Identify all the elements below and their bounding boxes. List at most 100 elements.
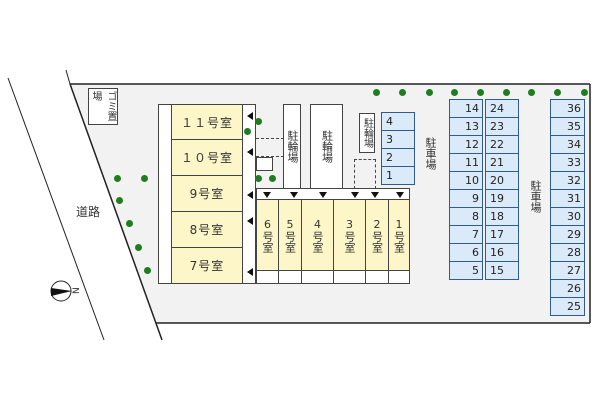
tree-icon (503, 89, 510, 96)
parking-space-25[interactable]: 25 (550, 297, 585, 316)
building-south-strip (333, 270, 366, 284)
tree-icon (373, 89, 380, 96)
parking-space-1[interactable]: 1 (381, 166, 415, 185)
entrance-arrow-icon (247, 191, 253, 199)
tree-icon (554, 89, 561, 96)
parking-space-32[interactable]: 32 (550, 171, 585, 190)
room-label: 号室 (392, 230, 406, 253)
room-label: 9号室 (189, 187, 225, 201)
parking-space-35[interactable]: 35 (550, 117, 585, 136)
tree-icon (451, 89, 458, 96)
dashed-area (256, 138, 284, 157)
bicycle-parking-label: 駐輪場 (361, 118, 373, 148)
entrance-arrow-icon (351, 192, 359, 198)
room-label: 7号室 (189, 259, 225, 273)
parking-space-14[interactable]: 14 (449, 99, 483, 118)
parking-label: 駐車場 (529, 180, 542, 213)
room-label: 号室 (283, 230, 297, 253)
entrance-arrow-icon (247, 112, 253, 120)
parking-space-33[interactable]: 33 (550, 153, 585, 172)
entrance-arrow-icon (319, 192, 327, 198)
room-8[interactable]: 8号室 (171, 211, 243, 248)
building-south-strip (388, 270, 410, 284)
entrance-arrow-icon (247, 268, 253, 276)
tree-icon (126, 220, 133, 227)
tree-icon (255, 118, 262, 125)
room-7[interactable]: 7号室 (171, 247, 243, 284)
parking-space-10[interactable]: 10 (449, 171, 483, 190)
entrance-arrow-icon (247, 148, 253, 156)
parking-space-24[interactable]: 24 (485, 99, 519, 118)
building-west-corridor (158, 104, 172, 284)
parking-space-23[interactable]: 23 (485, 117, 519, 136)
room-label: 号室 (261, 230, 274, 253)
tree-icon (144, 267, 151, 274)
parking-space-36[interactable]: 36 (550, 99, 585, 118)
parking-space-18[interactable]: 18 (485, 207, 519, 226)
parking-space-2[interactable]: 2 (381, 148, 415, 167)
tree-icon (114, 175, 121, 182)
parking-space-20[interactable]: 20 (485, 171, 519, 190)
tree-icon (528, 89, 535, 96)
bicycle-parking-label: 駐輪場 (320, 130, 334, 163)
parking-space-17[interactable]: 17 (485, 225, 519, 244)
parking-space-4[interactable]: 4 (381, 112, 415, 131)
parking-space-29[interactable]: 29 (550, 225, 585, 244)
parking-space-26[interactable]: 26 (550, 279, 585, 298)
parking-space-31[interactable]: 31 (550, 189, 585, 208)
room-label: 号室 (370, 230, 384, 253)
parking-space-30[interactable]: 30 (550, 207, 585, 226)
parking-space-9[interactable]: 9 (449, 189, 483, 208)
parking-space-6[interactable]: 6 (449, 243, 483, 262)
bicycle-parking-2: 駐輪場 (310, 104, 343, 189)
entrance-arrow-icon (290, 192, 298, 198)
tree-icon (244, 128, 251, 135)
parking-space-7[interactable]: 7 (449, 225, 483, 244)
parking-space-5[interactable]: 5 (449, 261, 483, 280)
bicycle-parking-1: 駐輪場 (283, 104, 301, 189)
parking-space-16[interactable]: 16 (485, 243, 519, 262)
parking-space-22[interactable]: 22 (485, 135, 519, 154)
parking-space-8[interactable]: 8 (449, 207, 483, 226)
bicycle-parking-label: 駐輪場 (286, 130, 299, 163)
room-number: 4 (314, 217, 321, 231)
parking-space-11[interactable]: 11 (449, 153, 483, 172)
parking-space-12[interactable]: 12 (449, 135, 483, 154)
room-9[interactable]: 9号室 (171, 175, 243, 212)
tree-icon (135, 244, 142, 251)
parking-space-15[interactable]: 15 (485, 261, 519, 280)
parking-space-19[interactable]: 19 (485, 189, 519, 208)
garbage-area-label: ゴミ置場 (90, 90, 116, 121)
tree-icon (255, 175, 262, 182)
room-number: 1 (395, 217, 403, 231)
bicycle-parking-3: 駐輪場 (359, 113, 375, 153)
room-label: １０号室 (180, 151, 233, 165)
utility-box (256, 157, 273, 171)
building-south-strip (256, 270, 279, 284)
room-label: 号室 (311, 230, 324, 253)
entrance-arrow-icon (247, 217, 253, 225)
parking-space-28[interactable]: 28 (550, 243, 585, 262)
tree-icon (116, 197, 123, 204)
building-south-strip (365, 270, 389, 284)
entrance-arrow-icon (371, 192, 379, 198)
tree-icon (426, 89, 433, 96)
room-11[interactable]: １１号室 (171, 104, 243, 140)
room-number: 6 (264, 217, 271, 231)
parking-space-3[interactable]: 3 (381, 130, 415, 149)
tree-icon (141, 175, 148, 182)
parking-space-21[interactable]: 21 (485, 153, 519, 172)
parking-space-13[interactable]: 13 (449, 117, 483, 136)
parking-space-27[interactable]: 27 (550, 261, 585, 280)
room-number: 2 (373, 217, 381, 231)
parking-space-34[interactable]: 34 (550, 135, 585, 154)
tree-icon (269, 175, 276, 182)
room-label: 号室 (343, 230, 356, 253)
room-10[interactable]: １０号室 (171, 139, 243, 176)
